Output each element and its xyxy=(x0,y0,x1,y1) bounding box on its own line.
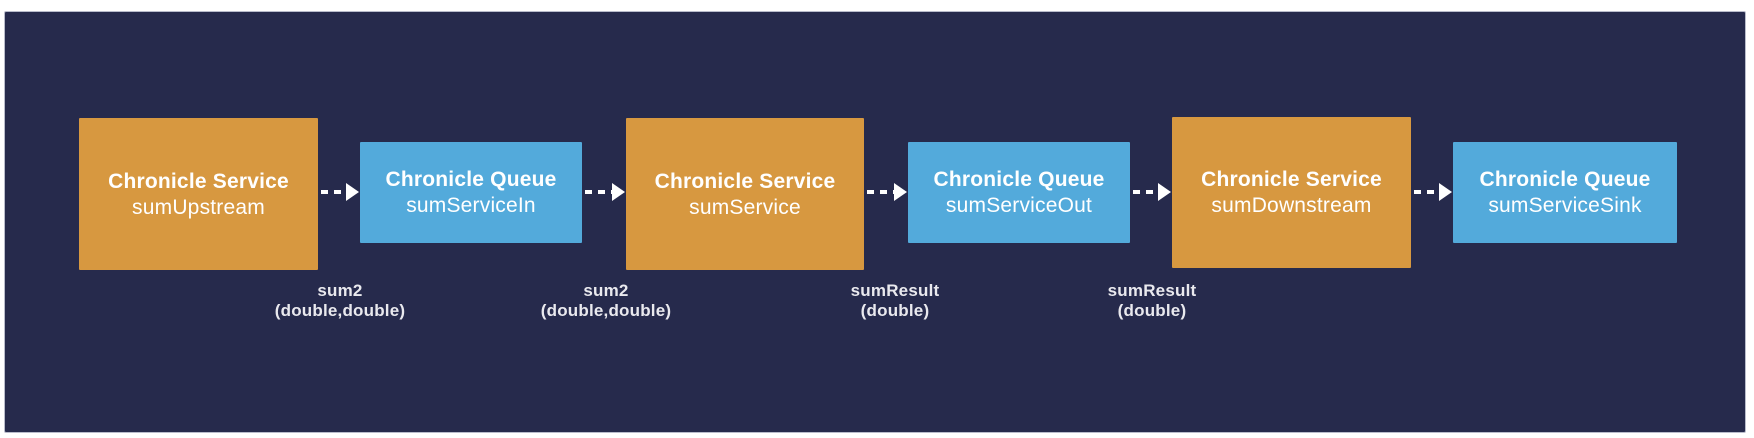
node-name: sumServiceIn xyxy=(406,194,536,217)
flow-arrow-1 xyxy=(321,183,359,201)
node-title: Chronicle Queue xyxy=(385,168,557,191)
node-sum-upstream: Chronicle Service sumUpstream xyxy=(79,118,318,270)
edge-label-2: sum2 (double,double) xyxy=(541,281,671,321)
node-name: sumDownstream xyxy=(1211,194,1372,217)
node-name: sumServiceSink xyxy=(1488,194,1642,217)
label-method: sumResult xyxy=(850,281,940,300)
label-signature: (double) xyxy=(860,301,930,320)
edge-label-4: sumResult (double) xyxy=(1108,281,1197,321)
flow-arrow-5 xyxy=(1414,183,1452,201)
label-method: sum2 xyxy=(317,281,363,300)
arrowhead-icon xyxy=(346,183,359,201)
arrow-dash xyxy=(867,190,894,194)
label-signature: (double) xyxy=(1117,301,1187,320)
flow-arrow-4 xyxy=(1133,183,1171,201)
node-title: Chronicle Queue xyxy=(933,168,1105,191)
node-title: Chronicle Service xyxy=(108,169,289,193)
arrowhead-icon xyxy=(1439,183,1452,201)
arrow-dash xyxy=(585,190,612,194)
label-signature: (double,double) xyxy=(274,301,406,320)
flow-arrow-2 xyxy=(585,183,625,201)
node-sum-service-in: Chronicle Queue sumServiceIn xyxy=(360,142,582,243)
arrow-dash xyxy=(321,190,346,194)
label-method: sum2 xyxy=(583,281,629,300)
node-sum-service: Chronicle Service sumService xyxy=(626,118,864,270)
edge-label-3: sumResult (double) xyxy=(851,281,940,321)
node-name: sumUpstream xyxy=(132,195,265,219)
label-method: sumResult xyxy=(1107,281,1197,300)
arrowhead-icon xyxy=(1158,183,1171,201)
node-title: Chronicle Queue xyxy=(1479,168,1651,191)
node-sum-service-out: Chronicle Queue sumServiceOut xyxy=(908,142,1130,243)
node-sum-service-sink: Chronicle Queue sumServiceSink xyxy=(1453,142,1677,243)
arrow-dash xyxy=(1414,190,1439,194)
label-signature: (double,double) xyxy=(540,301,672,320)
arrow-dash xyxy=(1133,190,1158,194)
arrowhead-icon xyxy=(894,183,907,201)
edge-label-1: sum2 (double,double) xyxy=(275,281,405,321)
node-name: sumServiceOut xyxy=(945,194,1093,217)
node-sum-downstream: Chronicle Service sumDownstream xyxy=(1172,117,1411,268)
node-name: sumService xyxy=(689,195,801,219)
flow-arrow-3 xyxy=(867,183,907,201)
arrowhead-icon xyxy=(612,183,625,201)
node-title: Chronicle Service xyxy=(1201,168,1382,191)
node-title: Chronicle Service xyxy=(654,169,836,193)
